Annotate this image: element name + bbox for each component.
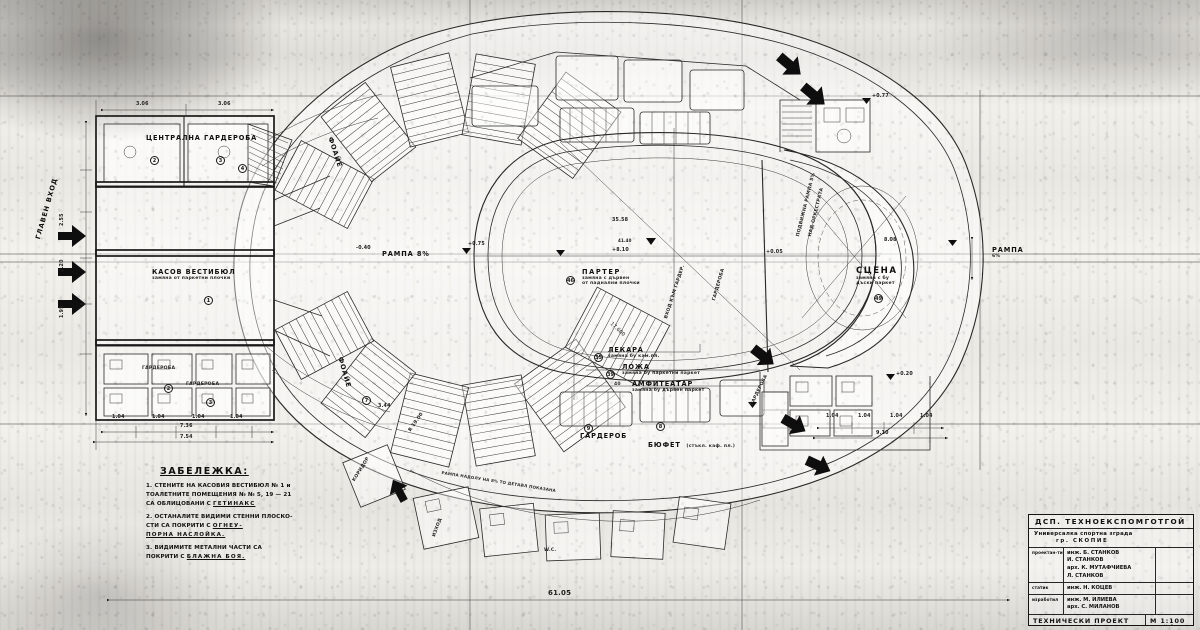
dim-left-sum-b: 7.54 [180,435,193,440]
scale-cell: М 1:100 лист № 1 [1145,614,1193,626]
label-amphitheatre-number: 40 [614,382,621,387]
main-entrance-arrows [58,225,86,315]
dim-right-chain-0: 1.04 [826,414,839,419]
drafted-row: изработил инж. М. ИЛИЕВА арх. С. МИЛАНОВ [1029,595,1193,615]
seating-boxes-upper [469,51,801,145]
label-stage-number: 49 [874,294,883,303]
structural-row: статик инж. Н. КОЦЕВ [1029,583,1193,596]
label-wardrobe-left2: ГАРДЕРОБА [186,382,220,387]
dimension-lines [80,98,1010,602]
title-block-org-row: ДСП. ТЕХНОЕКСПОМГОТГОЙ [1029,515,1193,529]
note-item-1: 1. СТЕНИТЕ НА КАСОВИЯ ВЕСТИБЮЛ № 1 и ТОА… [146,483,292,508]
label-wardrobe-num-a: 2 [150,150,159,169]
label-central-wardrobe: ЦЕНТРАЛНА ГАРДЕРОБА [146,134,258,142]
label-ramp-right: РАМПА 6% [992,246,1024,259]
dim-level-g: +0.20 [896,372,913,377]
dim-left-chain-0: 1.04 [112,415,125,420]
label-cloakroom: ГАРДЕРОБ [580,432,628,440]
bottom-rooms [342,444,761,562]
drawing-title-cell: ТЕХНИЧЕСКИ ПРОЕКТ хоризонтален разрез - … [1029,615,1145,626]
drawing-title: ТЕХНИЧЕСКИ ПРОЕКТ [1033,616,1130,625]
label-pharmacy: ЛЕКАРА замяна бу кам.пл. [608,346,660,359]
entry-arcs [261,93,393,431]
arena-parterre: 17.600 [473,128,880,390]
dim-left-chain-3: 1.04 [230,415,243,420]
designers-label: проектан-ти [1032,550,1063,556]
designers-row: проектан-ти инж. Б. СТАНКОВ И. СТАНКОВ а… [1029,548,1193,584]
dim-right-sum: 9.10 [876,431,889,436]
label-wardrobe-num-c: 4 [238,158,247,177]
dim-misc-left-2: 1.95 [60,305,65,318]
drawing-scale: М 1:100 [1150,616,1186,625]
label-stage: СЦЕНА замяна с бу дъски паркет [856,266,898,286]
label-foyer-number: 7 [362,390,371,409]
label-buffet-number: 8 [656,416,665,435]
label-parterre-number: 46 [566,276,575,285]
drawing-subtitle: хоризонтален разрез - I етаж [1033,625,1145,626]
dim-right-chain-2: 1.04 [890,414,903,419]
dim-left-sum-a: 7.36 [180,424,193,429]
dim-right-chain-1: 1.04 [858,414,871,419]
label-wardrobe-left: ГАРДЕРОБА [142,366,176,371]
organization-name: ДСП. ТЕХНОЕКСПОМГОТГОЙ [1035,517,1186,526]
dim-level-b: 41.40 [618,238,632,243]
sheet-number: лист № 1 [1150,625,1193,626]
label-box-office-vestibule: КАСОВ ВЕСТИБЮЛ замяна от паркетни плочки [152,268,236,281]
label-wc: W.C. [544,548,557,553]
drafted-signature [1155,595,1193,614]
label-parterre: ПАРТЕР замяна с дървен от паднални плочк… [582,268,640,286]
backstage-rooms [759,99,931,451]
notes-heading: ЗАБЕЛЕЖКА: [160,466,249,477]
dim-left-chain-1: 1.04 [152,415,165,420]
dim-level-parterre: +8.10 [612,248,629,253]
title-block-project-row: Универсалка спортна зграда гр. СКОПИЕ [1029,529,1193,549]
label-amphitheatre: АМФИТЕАТАР замяна бу дървен паркет [632,380,705,393]
label-lodge-number: 39 [606,370,615,379]
title-block: ДСП. ТЕХНОЕКСПОМГОТГОЙ Универсалка спорт… [1028,514,1194,626]
label-buffet: БЮФЕТ (стъкл. каф. пл.) [648,441,736,449]
dim-overall-bottom: 61.05 [548,589,572,597]
dim-level-c: +0.75 [468,242,485,247]
stage-area [761,149,919,373]
note-item-3: 3. ВИДИМИТЕ МЕТАЛНИ ЧАСТИ СА ПОКРИТИ С Б… [146,545,262,561]
label-wardrobe-num-b: 3 [216,150,225,169]
dim-left-chain-2: 1.04 [192,415,205,420]
dim-misc-left-3: 3.44 [378,404,391,409]
leader-lines [573,344,760,400]
dim-right-sum-b: 8.08 [884,238,897,243]
drafted-label: изработил [1032,597,1059,603]
project-name: Универсалка спортна зграда гр. СКОПИЕ [1034,530,1133,545]
structural-name: инж. Н. КОЦЕВ [1063,583,1155,595]
seating-boxes-lower [559,379,765,427]
drafted-names: инж. М. ИЛИЕВА арх. С. МИЛАНОВ [1063,595,1155,614]
notes-block: ЗАБЕЛЕЖКА: 1. СТЕНИТЕ НА КАСОВИЯ ВЕСТИБЮ… [146,466,342,566]
note-item-2: 2. ОСТАНАЛИТЕ ВИДИМИ СТЕННИ ПЛОСКО- СТИ … [146,514,293,539]
label-box-office-number: 1 [204,290,213,309]
dim-misc-left-0: 2.55 [60,213,65,226]
designers-names: инж. Б. СТАНКОВ И. СТАНКОВ арх. К. МУТАФ… [1063,548,1155,583]
designers-signature [1155,548,1193,583]
dim-top-left-b: 3.06 [218,102,231,107]
structural-label: статик [1032,585,1049,591]
label-ramp-left: РАМПА 8% [382,250,430,258]
dim-level-a: 35.58 [612,218,629,223]
label-wardrobe-left-num: 2 [164,378,173,397]
dim-misc-left-1: 2.20 [60,259,65,272]
dim-top-left-a: 3.06 [136,102,149,107]
dim-level-f: +0.77 [872,94,889,99]
dim-right-chain-3: 1.04 [920,414,933,419]
structural-signature [1155,583,1193,595]
label-wardrobe-left2-num: 3 [206,392,215,411]
label-lodge: ЛОЖА замяна бу паркетни паркет [622,363,701,376]
label-cloakroom-number: 9 [584,418,593,437]
dim-level-e: +0.05 [766,250,783,255]
circulation-arrows [389,52,831,503]
dim-level-d: -0.40 [356,246,371,251]
drawing-title-row: ТЕХНИЧЕСКИ ПРОЕКТ хоризонтален разрез - … [1029,614,1193,626]
label-pharmacy-number: 35 [594,353,603,362]
